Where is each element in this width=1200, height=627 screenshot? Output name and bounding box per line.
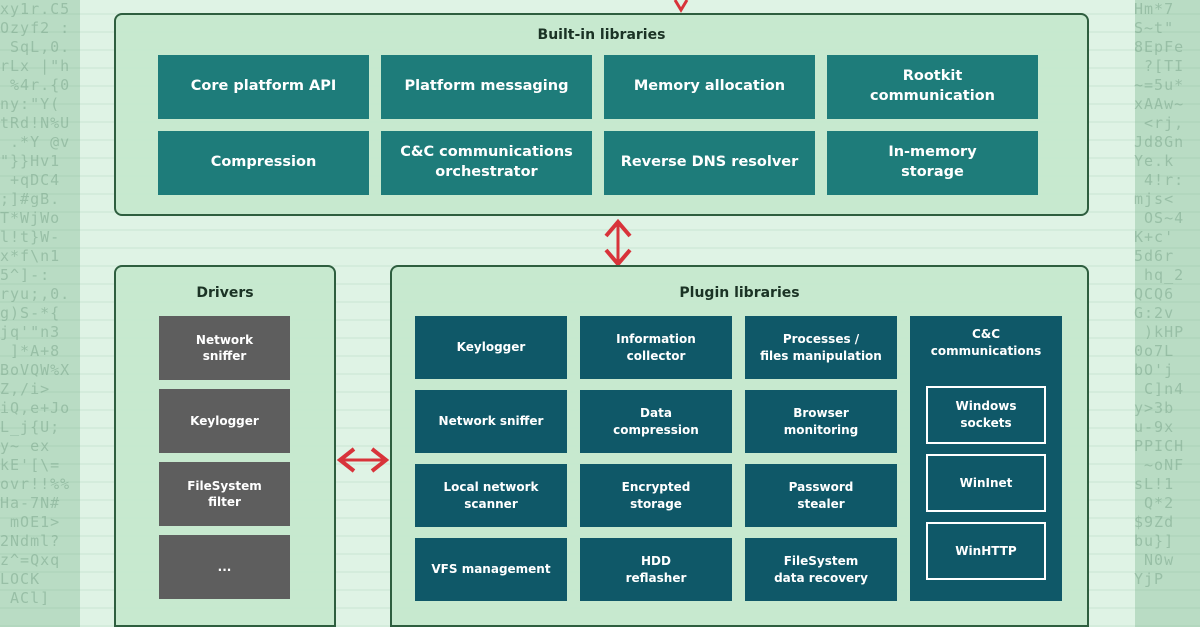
drivers-title: Drivers bbox=[196, 285, 254, 301]
down-arrow-icon bbox=[673, 0, 689, 13]
double-arrow-icon bbox=[604, 218, 632, 268]
builtin-item-core-platform-api: Core platform API bbox=[158, 55, 369, 119]
plugin-item-network-sniffer: Network sniffer bbox=[415, 390, 567, 453]
plugin-item-vfs-management: VFS management bbox=[415, 538, 567, 601]
builtin-item-compression: Compression bbox=[158, 131, 369, 195]
plugin-item-processes-files-manipulation: Processes /files manipulation bbox=[745, 316, 897, 379]
plugin-libraries-title: Plugin libraries bbox=[679, 285, 800, 301]
driver-item-keylogger: Keylogger bbox=[159, 389, 290, 453]
builtin-item-reverse-dns-resolver: Reverse DNS resolver bbox=[604, 131, 815, 195]
cc-item-winhttp: WinHTTP bbox=[926, 522, 1046, 580]
code-noise-left: xy1r.C5 Ozyf2 : SqL,0. rLx |"h %4r.{0 ny… bbox=[0, 0, 71, 607]
code-noise-right: Hm*7 S~t" 8EpFe ?[TI ~=5u* xAAw~ <rj, Jd… bbox=[1134, 0, 1185, 588]
builtin-libraries-title: Built-in libraries bbox=[537, 27, 666, 43]
cc-item-wininet: WinInet bbox=[926, 454, 1046, 512]
driver-item-ellipsis: ... bbox=[159, 535, 290, 599]
double-arrow-icon bbox=[336, 447, 390, 473]
builtin-item-platform-messaging: Platform messaging bbox=[381, 55, 592, 119]
builtin-item-memory-allocation: Memory allocation bbox=[604, 55, 815, 119]
plugin-item-keylogger: Keylogger bbox=[415, 316, 567, 379]
